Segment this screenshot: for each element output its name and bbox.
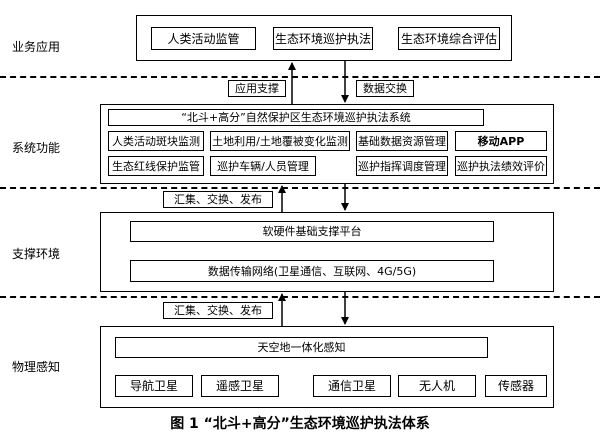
connector-data-exchange: 数据交换 bbox=[356, 80, 414, 97]
layer-label-physical: 物理感知 bbox=[12, 360, 61, 374]
sensor-sensor: 传感器 bbox=[485, 375, 547, 397]
business-item-1: 人类活动监管 bbox=[151, 27, 256, 50]
layer-label-system: 系统功能 bbox=[12, 141, 61, 155]
sensor-uav: 无人机 bbox=[398, 375, 476, 397]
support-platform: 软硬件基础支撑平台 bbox=[130, 221, 494, 242]
system-row1-item-4: 移动APP bbox=[455, 131, 547, 151]
connector-collect-2: 汇集、交换、发布 bbox=[163, 302, 273, 319]
system-row2-item-4: 巡护执法绩效评价 bbox=[455, 156, 547, 176]
system-row2-item-1: 生态红线保护监管 bbox=[108, 156, 204, 176]
layer-label-business: 业务应用 bbox=[12, 40, 61, 54]
separator-3 bbox=[0, 296, 600, 298]
system-title: “北斗+高分”自然保护区生态环境巡护执法系统 bbox=[108, 109, 484, 126]
support-network: 数据传输网络(卫星通信、互联网、4G/5G) bbox=[130, 260, 494, 282]
sensor-nav-satellite: 导航卫星 bbox=[115, 375, 193, 397]
figure-caption: 图 1 “北斗+高分”生态环境巡护执法体系 bbox=[170, 416, 430, 432]
system-row2-item-2: 巡护车辆/人员管理 bbox=[210, 156, 316, 176]
system-row1-item-1: 人类活动斑块监测 bbox=[108, 131, 204, 151]
connector-app-support: 应用支撑 bbox=[228, 80, 286, 97]
physical-integration: 天空地一体化感知 bbox=[115, 337, 488, 358]
system-row1-item-2: 土地利用/土地覆被变化监测 bbox=[210, 131, 350, 151]
separator-2 bbox=[0, 187, 600, 189]
business-item-3: 生态环境综合评估 bbox=[398, 27, 500, 50]
connector-collect-1: 汇集、交换、发布 bbox=[163, 191, 273, 208]
sensor-comm-satellite: 通信卫星 bbox=[313, 375, 391, 397]
system-row2-item-3: 巡护指挥调度管理 bbox=[356, 156, 448, 176]
separator-1 bbox=[0, 76, 600, 78]
system-row1-item-3: 基础数据资源管理 bbox=[356, 131, 448, 151]
business-item-2: 生态环境巡护执法 bbox=[273, 27, 373, 50]
sensor-remote-sensing-satellite: 遥感卫星 bbox=[201, 375, 279, 397]
layer-label-support: 支撑环境 bbox=[12, 247, 61, 261]
